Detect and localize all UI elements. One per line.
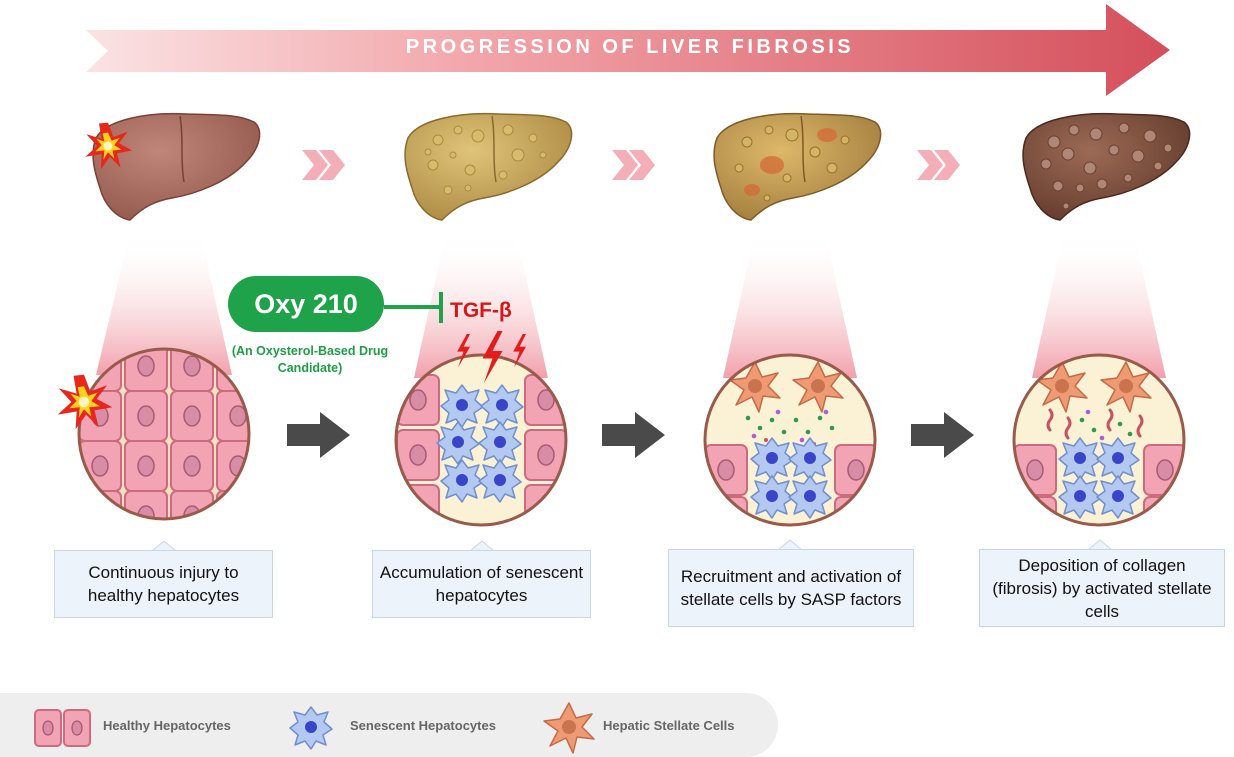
stellate-cell-icon — [543, 702, 595, 754]
legend-label-stellate: Hepatic Stellate Cells — [603, 718, 735, 733]
stage-3-caption: Recruitment and activation of stellate c… — [668, 549, 914, 627]
drug-subtitle: (An Oxysterol-Based Drug Candidate) — [231, 344, 389, 375]
legend-label-senescent: Senescent Hepatocytes — [350, 718, 496, 733]
healthy-tissue-circle — [77, 347, 251, 521]
stage-arrow-1 — [287, 412, 350, 458]
tgf-beta-label: TGF-β — [450, 299, 512, 322]
stage-arrow-2 — [602, 412, 665, 458]
legend-bar — [0, 693, 778, 757]
stage-1-caption: Continuous injury to healthy hepatocytes — [54, 550, 273, 618]
progression-arrow — [86, 4, 1170, 96]
senescent-hepatocyte-icon — [289, 706, 333, 750]
fatty-liver-illustration — [404, 112, 573, 221]
banner-title: PROGRESSION OF LIVER FIBROSIS — [405, 36, 855, 58]
recruitment-tissue-circle — [703, 353, 877, 527]
legend-label-healthy: Healthy Hepatocytes — [103, 718, 231, 733]
fibrotic-liver-illustration — [1022, 112, 1191, 221]
drug-name-pill: Oxy 210 — [228, 276, 384, 332]
healthy-liver-illustration — [92, 112, 261, 221]
senescent-tissue-circle — [394, 353, 568, 527]
healthy-hepatocyte-icon — [34, 709, 91, 747]
stage-arrow-3 — [911, 412, 974, 458]
stage-2-caption: Accumulation of senescent hepatocytes — [372, 550, 591, 618]
inhibition-line — [384, 292, 443, 323]
fibrosis-tissue-circle — [1012, 353, 1186, 527]
inflamed-liver-illustration — [713, 112, 882, 221]
stage-4-caption: Deposition of collagen (fibrosis) by act… — [979, 549, 1225, 627]
